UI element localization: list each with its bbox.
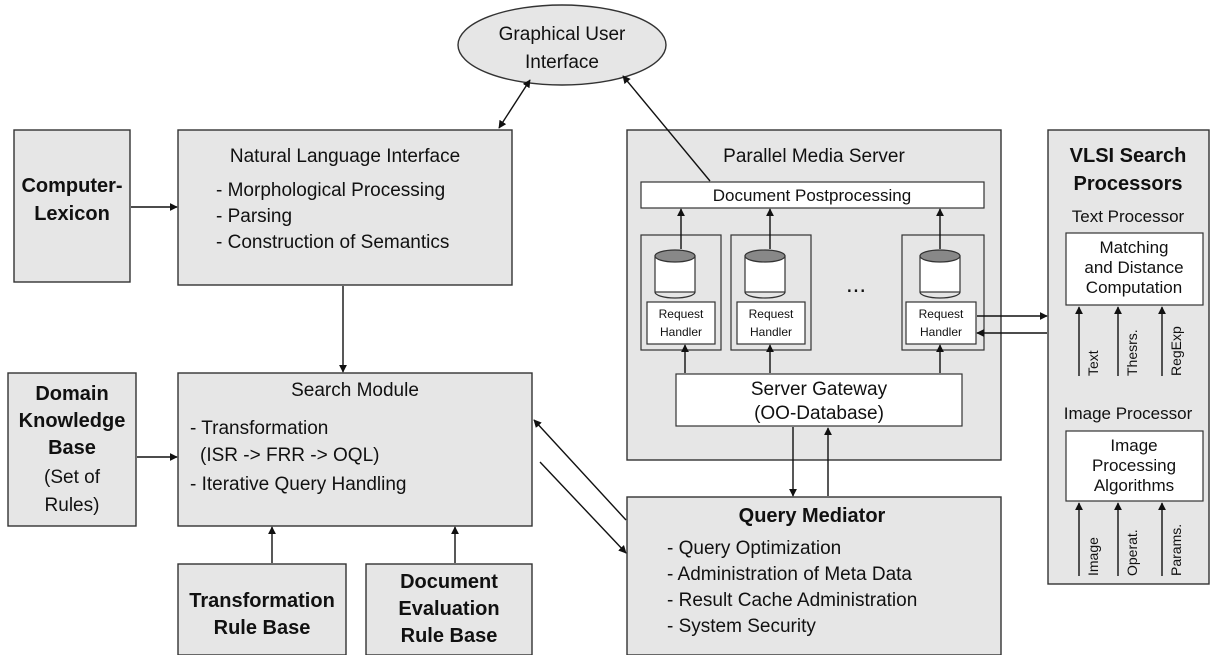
qm-item: - System Security — [667, 616, 816, 637]
image-algorithms-label: Processing — [1092, 456, 1176, 475]
search-qm-arrow — [539, 461, 627, 554]
matching-box — [1065, 232, 1204, 306]
matching-label: and Distance — [1084, 258, 1183, 277]
handler-label-1: Request — [919, 307, 964, 321]
search-item: - Transformation — [190, 418, 328, 439]
matching-label: Computation — [1086, 278, 1182, 297]
search-item: - Iterative Query Handling — [190, 474, 407, 495]
nli-item: - Morphological Processing — [216, 180, 445, 201]
vlsi-title-2: Processors — [1074, 173, 1183, 195]
handler-unit: Request Handler — [730, 234, 812, 351]
image-algorithms-box — [1065, 430, 1204, 502]
text-input-label: RegExp — [1168, 326, 1184, 376]
trb-label-2: Rule Base — [214, 617, 311, 639]
image-algorithms-label: Algorithms — [1094, 476, 1174, 495]
text-input-label: Text — [1085, 350, 1101, 376]
pms-title: Parallel Media Server — [723, 146, 905, 167]
nli-item: - Construction of Semantics — [216, 232, 449, 253]
derb-label-3: Rule Base — [401, 625, 498, 647]
image-input-label: Image — [1085, 537, 1101, 576]
search-item: (ISR -> FRR -> OQL) — [200, 445, 379, 466]
handler-label-2: Handler — [660, 325, 702, 339]
qm-item: - Administration of Meta Data — [667, 564, 912, 585]
dkb-node: Domain Knowledge Base (Set of Rules) — [7, 372, 137, 527]
nli-title: Natural Language Interface — [230, 146, 460, 167]
image-input-label: Params. — [1168, 524, 1184, 576]
lexicon-node: Computer- Lexicon — [13, 129, 131, 283]
query-mediator-node: Query Mediator - Query Optimization - Ad… — [626, 496, 1002, 655]
text-input-label: Thesrs. — [1124, 329, 1140, 376]
handler-label-1: Request — [749, 307, 794, 321]
dkb-label: Rules) — [45, 495, 100, 516]
ellipsis-label: ... — [846, 271, 866, 298]
gui-label-2: Interface — [525, 52, 599, 73]
nli-item: - Parsing — [216, 206, 292, 227]
pms-node: Parallel Media Server Document Postproce… — [626, 129, 1002, 461]
gui-label-1: Graphical User — [499, 24, 626, 45]
gateway-box — [675, 373, 963, 427]
derb-label-2: Evaluation — [398, 598, 499, 620]
qm-title: Query Mediator — [739, 505, 886, 527]
postprocessing-label: Document Postprocessing — [713, 186, 911, 205]
gateway-label-2: (OO-Database) — [754, 403, 884, 424]
lexicon-label-1: Computer- — [21, 175, 122, 197]
derb-label-1: Document — [400, 571, 498, 593]
dkb-label: Domain — [35, 383, 108, 405]
vlsi-node: VLSI Search Processors Text Processor Ma… — [1047, 129, 1210, 585]
image-algorithms-label: Image — [1110, 436, 1157, 455]
qm-item: - Query Optimization — [667, 538, 841, 559]
handler-unit: Request Handler — [640, 234, 722, 351]
lexicon-label-2: Lexicon — [34, 203, 110, 225]
handler-label-1: Request — [659, 307, 704, 321]
image-processor-label: Image Processor — [1064, 404, 1193, 423]
trb-label-1: Transformation — [189, 590, 335, 612]
qm-search-arrow — [533, 419, 627, 521]
handler-unit: Request Handler — [901, 234, 985, 351]
search-title: Search Module — [291, 380, 419, 401]
dkb-label: Knowledge — [19, 410, 126, 432]
derb-node: Document Evaluation Rule Base — [365, 563, 533, 655]
nli-node: Natural Language Interface - Morphologic… — [177, 129, 513, 286]
trb-node: Transformation Rule Base — [177, 563, 347, 655]
image-input-label: Operat. — [1124, 529, 1140, 576]
dkb-label: Base — [48, 437, 96, 459]
handler-label-2: Handler — [920, 325, 962, 339]
vlsi-title-1: VLSI Search — [1070, 145, 1187, 167]
matching-label: Matching — [1100, 238, 1169, 257]
gui-node: Graphical User Interface — [457, 4, 667, 86]
dkb-label: (Set of — [44, 467, 101, 488]
search-module-node: Search Module - Transformation (ISR -> F… — [177, 372, 533, 527]
postprocessing-box — [640, 181, 985, 209]
gateway-label-1: Server Gateway — [751, 379, 888, 400]
handler-label-2: Handler — [750, 325, 792, 339]
gui-nli-arrow — [498, 79, 531, 129]
text-processor-label: Text Processor — [1072, 207, 1185, 226]
qm-item: - Result Cache Administration — [667, 590, 917, 611]
postprocessing-gui-arrow — [622, 75, 711, 182]
